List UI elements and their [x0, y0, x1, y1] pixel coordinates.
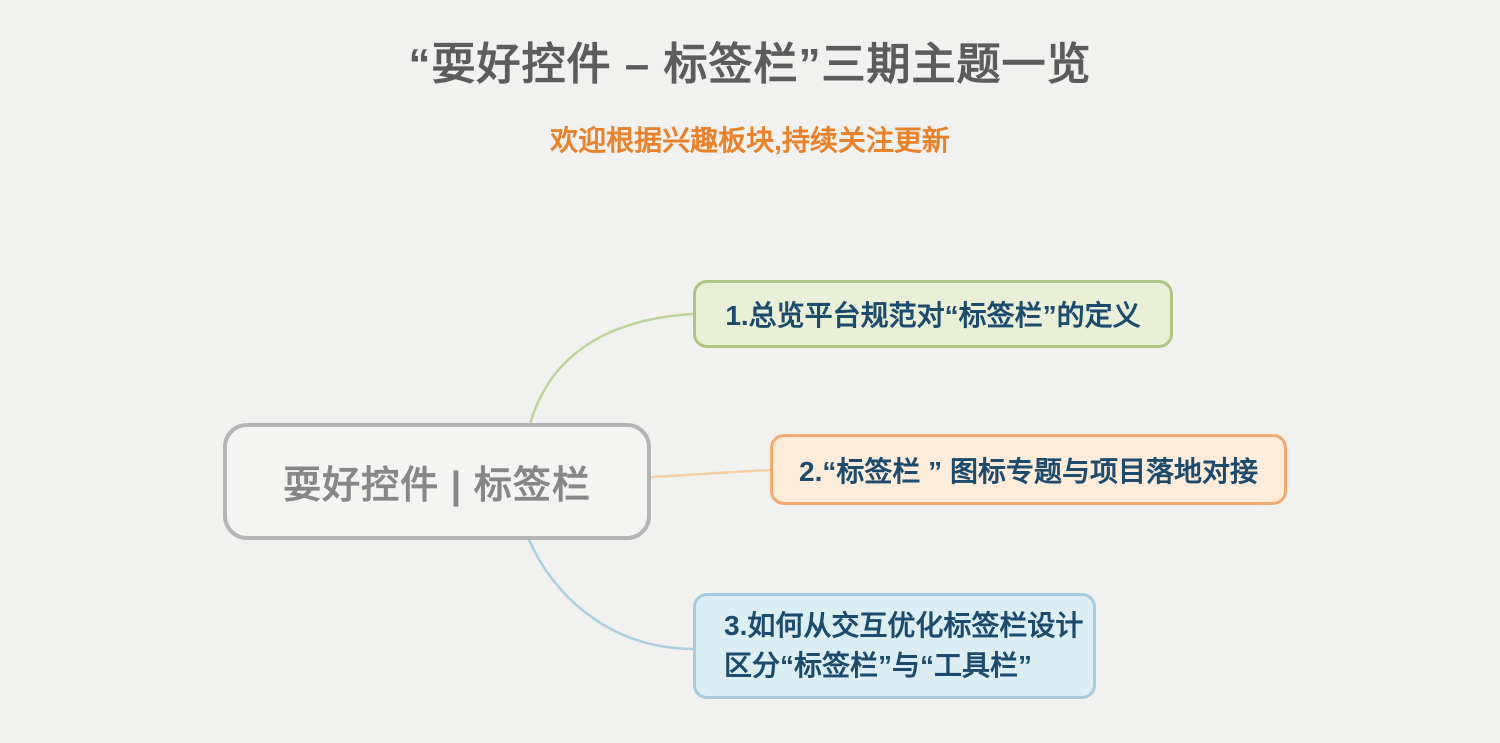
connector-branch-3 [527, 538, 694, 651]
branch-node-1-label: 1.总览平台规范对“标签栏”的定义 [725, 300, 1141, 331]
root-node[interactable]: 耍好控件 | 标签栏 [223, 423, 651, 540]
connector-branch-1 [528, 312, 694, 426]
root-node-label: 耍好控件 | 标签栏 [283, 465, 591, 507]
page-subtitle: 欢迎根据兴趣板块,持续关注更新 [550, 125, 950, 156]
branch-node-3[interactable]: 3.如何从交互优化标签栏设计 区分“标签栏”与“工具栏” [693, 593, 1096, 699]
branch-node-1[interactable]: 1.总览平台规范对“标签栏”的定义 [693, 280, 1173, 348]
page-title: “耍好控件 – 标签栏”三期主题一览 [408, 40, 1092, 89]
branch-node-2-label: 2.“标签栏 ” 图标专题与项目落地对接 [799, 455, 1258, 487]
connector-branch-2 [650, 468, 773, 479]
branch-node-3-label: 3.如何从交互优化标签栏设计 区分“标签栏”与“工具栏” [724, 610, 1084, 681]
branch-node-2[interactable]: 2.“标签栏 ” 图标专题与项目落地对接 [770, 434, 1287, 505]
